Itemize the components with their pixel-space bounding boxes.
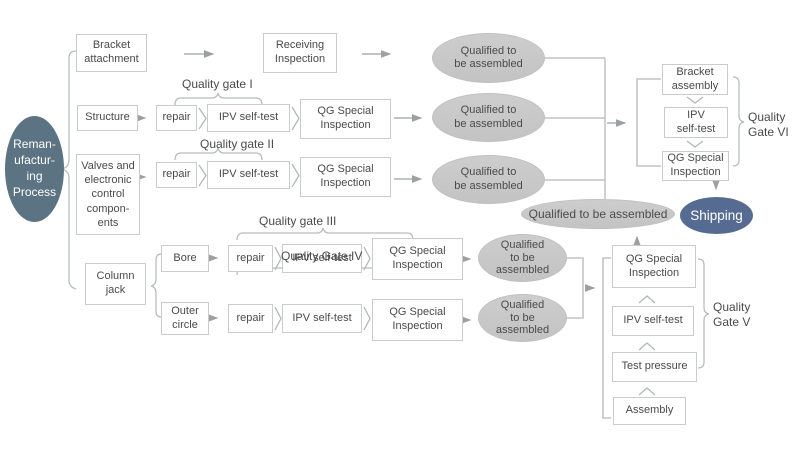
node-repair-bore: repair bbox=[228, 245, 273, 272]
qualified-ellipse-structure: Qualified to be assembled bbox=[432, 93, 545, 142]
node-ipv-selftest-gate6: IPV self-test bbox=[664, 107, 728, 138]
node-ipv-selftest-valves: IPV self-test bbox=[207, 161, 290, 189]
qualified-ellipse-outer: Qualified to be assembled bbox=[478, 294, 567, 342]
node-outer-circle: Outer circle bbox=[161, 302, 209, 335]
node-qg-inspection-structure: QG Special Inspection bbox=[300, 99, 391, 139]
node-bracket-attachment: Bracket attachment bbox=[76, 34, 147, 72]
process-oval: Reman- ufactur- ing Process bbox=[5, 116, 64, 222]
flow-arrows bbox=[135, 50, 720, 324]
node-qg-inspection-bore: QG Special Inspection bbox=[372, 238, 463, 280]
node-repair-outer: repair bbox=[228, 304, 273, 333]
gate-label-2: Quality gate II bbox=[200, 137, 275, 151]
node-receiving-inspection: Receiving Inspection bbox=[263, 33, 337, 73]
shipping-oval: Shipping bbox=[680, 197, 753, 234]
gate-label-5: Quality Gate V bbox=[713, 300, 751, 329]
gate-label-4: Quality Gate IV bbox=[281, 249, 363, 263]
node-ipv-selftest-bore: IPV self-test bbox=[282, 244, 362, 273]
gate-label-6: Quality Gate VI bbox=[748, 110, 789, 139]
qualified-ellipse-receiving: Qualified to be assembled bbox=[432, 33, 545, 83]
gate-label-1: Quality gate I bbox=[182, 77, 253, 91]
merge-lines bbox=[545, 57, 661, 419]
chevrons bbox=[198, 96, 704, 396]
node-ipv-selftest-structure: IPV self-test bbox=[207, 104, 290, 132]
node-test-pressure: Test pressure bbox=[612, 352, 697, 382]
qualified-ellipse-bore: Qualified to be assembled bbox=[478, 234, 567, 282]
node-qg-inspection-valves: QG Special Inspection bbox=[300, 157, 391, 197]
node-assembly: Assembly bbox=[613, 397, 686, 425]
qualified-ellipse-final: Qualified to be assembled bbox=[521, 199, 675, 229]
node-ipv-selftest-gate5: IPV self-test bbox=[612, 306, 694, 336]
node-valves-components: Valves and electronic control compon- en… bbox=[76, 154, 140, 235]
node-ipv-selftest-outer: IPV self-test bbox=[282, 304, 362, 333]
node-repair-valves: repair bbox=[156, 162, 197, 188]
node-qg-inspection-gate6: QG Special Inspection bbox=[662, 151, 729, 181]
node-bore: Bore bbox=[161, 245, 209, 272]
node-qg-inspection-gate5: QG Special Inspection bbox=[612, 245, 696, 288]
node-bracket-assembly: Bracket assembly bbox=[662, 64, 728, 95]
qualified-ellipse-valves: Qualified to be assembled bbox=[432, 155, 545, 204]
node-column-jack: Column jack bbox=[85, 263, 146, 305]
node-structure: Structure bbox=[77, 105, 138, 131]
node-repair-structure: repair bbox=[156, 105, 197, 131]
node-qg-inspection-outer: QG Special Inspection bbox=[372, 299, 463, 341]
gate-label-3: Quality gate III bbox=[259, 214, 337, 228]
